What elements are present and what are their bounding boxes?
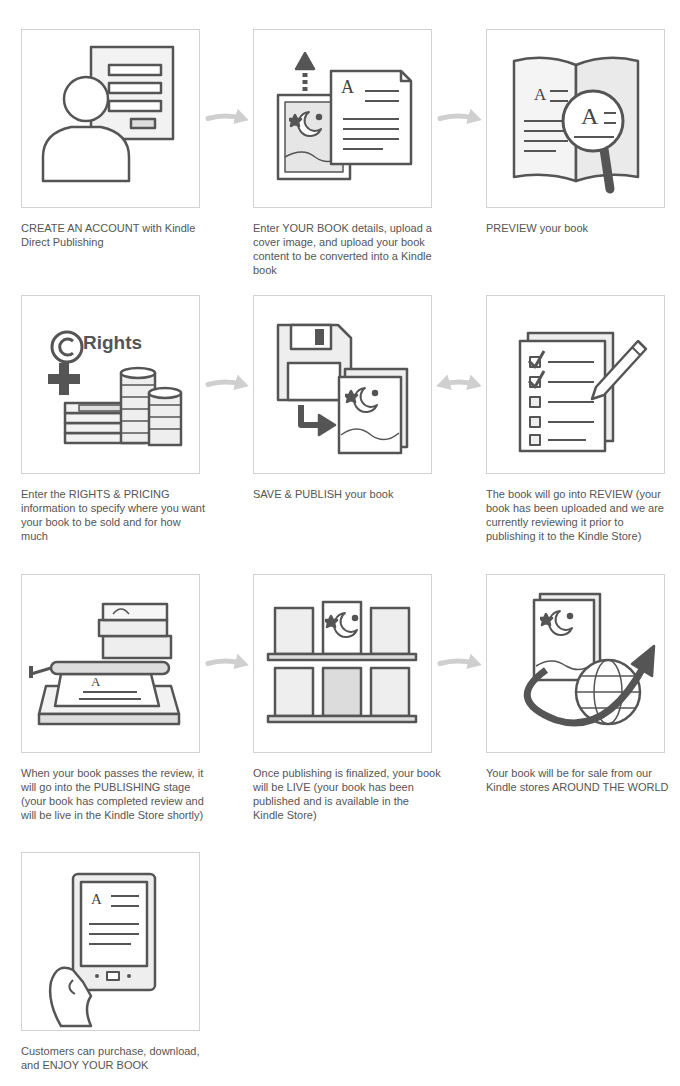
letter-glyph: A xyxy=(91,675,100,688)
letter-glyph: A xyxy=(534,86,546,103)
step-panel: When your book passes the review, it wil… xyxy=(21,574,200,753)
step-caption: Once publishing is finalized, your book … xyxy=(253,766,441,822)
account-icon xyxy=(43,47,173,181)
step-caption: When your book passes the review, it wil… xyxy=(21,766,209,822)
flow-arrow xyxy=(208,116,243,119)
press-icon xyxy=(31,604,179,724)
preview-icon xyxy=(514,58,638,189)
step-panel: Enter the RIGHTS & PRICING information t… xyxy=(21,295,200,474)
flow-arrow xyxy=(208,661,243,664)
step-caption: Enter the RIGHTS & PRICING information t… xyxy=(21,487,209,543)
step-caption: SAVE & PUBLISH your book xyxy=(253,487,441,501)
step-panel: Enter YOUR BOOK details, upload a cover … xyxy=(253,29,432,208)
shelf-icon xyxy=(268,602,416,722)
review-icon xyxy=(520,333,646,451)
step-caption: The book will go into REVIEW (your book … xyxy=(486,487,674,543)
step-panel: Customers can purchase, download, and EN… xyxy=(21,852,200,1031)
step-panel: Once publishing is finalized, your book … xyxy=(253,574,432,753)
step-caption: CREATE AN ACCOUNT with Kindle Direct Pub… xyxy=(21,221,209,249)
step-panel: SAVE & PUBLISH your book xyxy=(253,295,432,474)
step-caption: Your book will be for sale from our Kind… xyxy=(486,766,674,794)
flow-arrow xyxy=(440,116,476,119)
flow-arrow xyxy=(440,661,476,664)
flow-arrow xyxy=(208,382,243,385)
rights-icon xyxy=(48,332,181,445)
upload-icon xyxy=(278,53,411,179)
reader-icon xyxy=(50,874,155,1026)
world-icon xyxy=(527,594,654,724)
letter-glyph: A xyxy=(341,78,354,96)
step-panel: CREATE AN ACCOUNT with Kindle Direct Pub… xyxy=(21,29,200,208)
letter-glyph: A xyxy=(581,104,598,128)
step-panel: PREVIEW your book xyxy=(486,29,665,208)
save-icon xyxy=(278,325,407,453)
step-panel: The book will go into REVIEW (your book … xyxy=(486,295,665,474)
flow-arrow xyxy=(442,382,476,385)
step-caption: PREVIEW your book xyxy=(486,221,674,235)
letter-glyph: A xyxy=(91,892,102,907)
step-caption: Enter YOUR BOOK details, upload a cover … xyxy=(253,221,441,277)
step-caption: Customers can purchase, download, and EN… xyxy=(21,1044,209,1072)
rights-label: Rights xyxy=(83,333,142,352)
step-panel: Your book will be for sale from our Kind… xyxy=(486,574,665,753)
